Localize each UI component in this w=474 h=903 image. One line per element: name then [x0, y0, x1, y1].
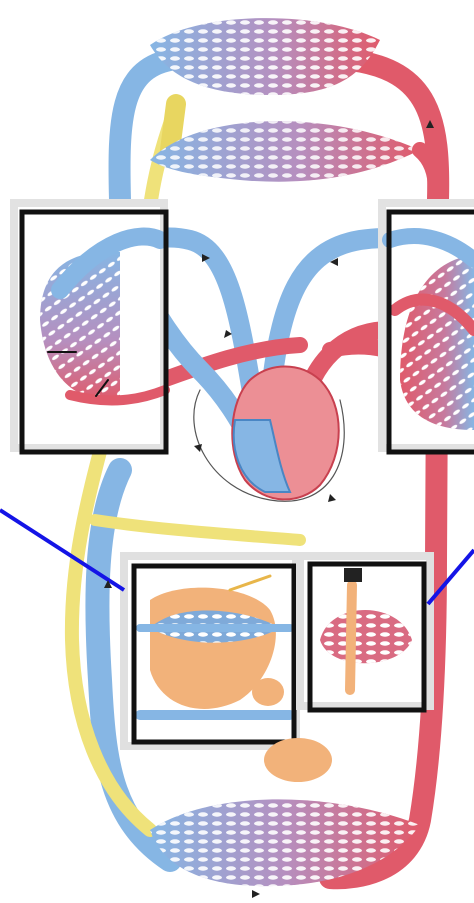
intestine-blob	[252, 678, 284, 706]
lymph-branch-to-gut	[95, 520, 300, 540]
right-lung-inset	[382, 203, 474, 452]
heart	[232, 367, 338, 500]
head-capillary-bed	[150, 18, 380, 95]
left-lung-inset	[14, 203, 166, 452]
arrow-icon	[194, 444, 202, 452]
descending-aorta	[330, 60, 438, 878]
arrow-icon	[328, 494, 336, 502]
upper-body-capillary-bed	[150, 121, 420, 182]
liver-inset	[124, 556, 296, 746]
arrow-icon	[252, 890, 260, 898]
pancreas-blob	[264, 738, 332, 782]
upper-artery-branch	[420, 150, 436, 190]
kidney-inset	[300, 556, 430, 710]
